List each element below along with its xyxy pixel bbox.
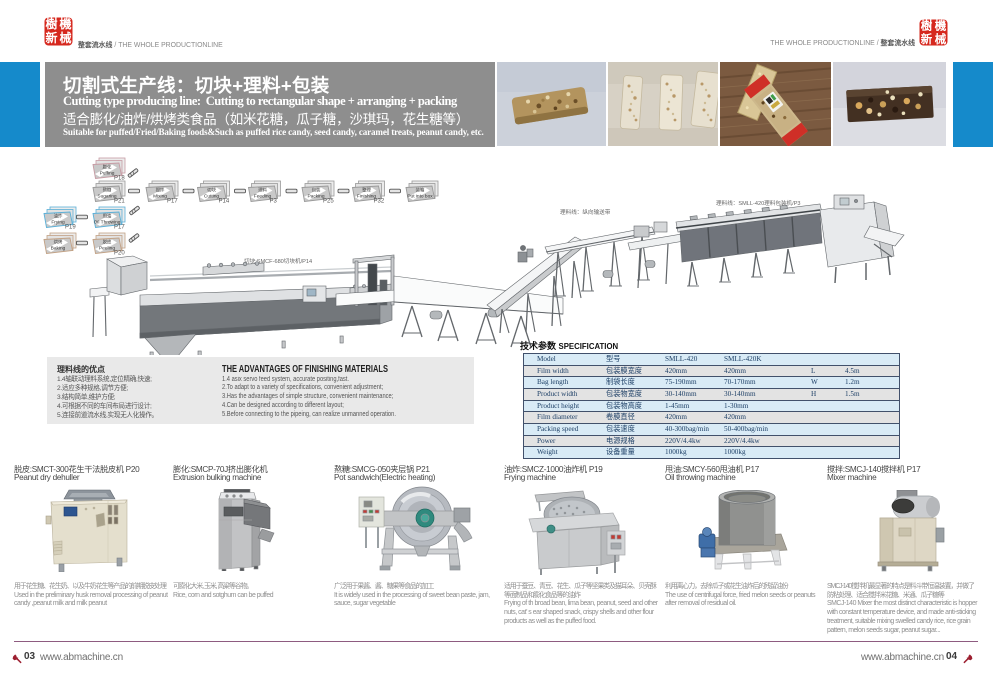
svg-text:新: 新 — [921, 32, 933, 46]
svg-text:新: 新 — [45, 30, 57, 45]
svg-text:P19: P19 — [65, 225, 76, 231]
svg-text:P17: P17 — [114, 225, 125, 231]
svg-text:Cutting: Cutting — [204, 193, 220, 199]
svg-text:熬糖: 熬糖 — [103, 187, 112, 194]
svg-text:機: 機 — [935, 19, 947, 33]
svg-text:理料线：纵向输送带: 理料线：纵向输送带 — [560, 208, 611, 216]
svg-text:樹: 樹 — [45, 17, 57, 31]
svg-text:切块: 切块 — [207, 187, 216, 194]
svg-text:切块:SMCF-680切块机/P14: 切块:SMCF-680切块机/P14 — [244, 257, 312, 265]
svg-text:搅拌: 搅拌 — [156, 187, 165, 194]
svg-text:樹: 樹 — [921, 19, 933, 33]
svg-text:整理: 整理 — [362, 187, 371, 193]
svg-text:Baking: Baking — [51, 245, 66, 251]
svg-text:膨化: 膨化 — [103, 164, 112, 171]
svg-text:機: 機 — [59, 17, 71, 31]
svg-text:P21: P21 — [114, 199, 125, 205]
svg-text:P18: P18 — [114, 176, 125, 182]
svg-text:P32: P32 — [374, 199, 385, 205]
svg-text:Frying: Frying — [51, 219, 65, 225]
svg-text:Finishing: Finishing — [357, 193, 377, 199]
svg-text:械: 械 — [935, 32, 947, 46]
svg-text:甩油: 甩油 — [103, 213, 112, 220]
svg-text:械: 械 — [59, 30, 71, 45]
svg-text:P25: P25 — [323, 199, 334, 205]
svg-text:装箱: 装箱 — [416, 187, 425, 194]
svg-text:Puffing: Puffing — [100, 170, 115, 176]
svg-text:P17: P17 — [167, 199, 178, 205]
svg-text:Peeling: Peeling — [99, 245, 115, 251]
svg-text:理料线：SMLL-420理料包装机/P3: 理料线：SMLL-420理料包装机/P3 — [716, 199, 801, 207]
svg-text:Packing: Packing — [307, 193, 324, 199]
svg-text:Sugaring: Sugaring — [97, 193, 117, 199]
svg-text:烘烤: 烘烤 — [54, 239, 63, 246]
svg-text:Mixing: Mixing — [153, 193, 167, 199]
svg-text:Put into box: Put into box — [407, 193, 433, 199]
svg-text:油炸: 油炸 — [54, 213, 63, 220]
svg-text:Feeding: Feeding — [254, 193, 272, 199]
svg-text:P14: P14 — [219, 199, 230, 205]
svg-text:P3: P3 — [270, 199, 278, 205]
svg-text:理料: 理料 — [258, 187, 267, 194]
svg-text:包装: 包装 — [312, 187, 321, 194]
svg-text:P20: P20 — [114, 251, 125, 257]
svg-text:脱皮: 脱皮 — [103, 239, 112, 246]
svg-text:Oil Throwing: Oil Throwing — [94, 219, 121, 225]
